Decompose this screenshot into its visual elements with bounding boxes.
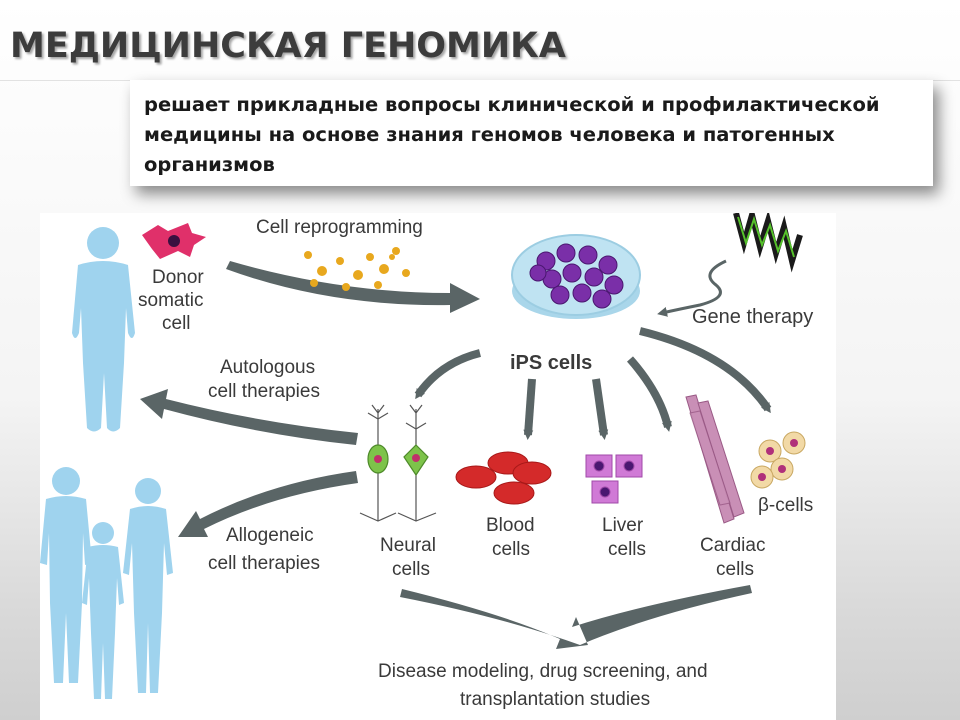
donor-label-line1: Donor (152, 267, 204, 288)
liver-cells (585, 454, 643, 504)
gene-therapy-dna (657, 213, 803, 317)
allogeneic-label-line1: Allogeneic (226, 525, 314, 546)
autologous-arrow (140, 389, 358, 445)
autologous-label-line2: cell therapies (208, 381, 320, 402)
cardiac-label-line2: cells (716, 559, 754, 580)
blood-cells (455, 451, 552, 505)
blood-label-line2: cells (492, 539, 530, 560)
allogeneic-label-line2: cell therapies (208, 553, 320, 574)
liver-label-line1: Liver (602, 515, 644, 536)
beta-cells (750, 431, 806, 489)
neural-label-line1: Neural (380, 535, 436, 556)
definition-box: решает прикладные вопросы клинической и … (130, 80, 933, 186)
neural-label-line2: cells (392, 559, 430, 580)
neural-cells (359, 404, 437, 522)
donor-somatic-cell (142, 223, 206, 259)
donor-label-line2: somatic (138, 290, 203, 311)
blood-label-line1: Blood (486, 515, 535, 536)
outcome-label-line1: Disease modeling, drug screening, and (378, 661, 708, 682)
outcome-arrow (400, 585, 752, 649)
autologous-label-line1: Autologous (220, 357, 315, 378)
reprogramming-arrow (226, 261, 480, 313)
cell-reprogramming-label: Cell reprogramming (256, 217, 423, 238)
donor-label-line3: cell (162, 313, 191, 334)
stem-cell-diagram: Donor somatic cell Cell reprogramming iP… (40, 213, 836, 720)
ips-cells-label: iPS cells (510, 352, 592, 374)
cardiac-cells (685, 394, 745, 524)
ips-petri-dish (511, 234, 641, 319)
differentiation-arrows (414, 327, 772, 440)
outcome-label-line2: transplantation studies (460, 689, 650, 710)
family-human-figures (40, 467, 173, 699)
definition-text: решает прикладные вопросы клинической и … (144, 93, 880, 176)
cardiac-label-line1: Cardiac (700, 535, 765, 556)
beta-cells-label: β-cells (758, 495, 813, 516)
slide-title: МЕДИЦИНСКАЯ ГЕНОМИКА (10, 26, 566, 66)
reprogramming-factors (304, 247, 410, 291)
allogeneic-arrow (178, 471, 358, 537)
donor-human-figure (72, 227, 135, 432)
gene-therapy-label: Gene therapy (692, 306, 813, 328)
liver-label-line2: cells (608, 539, 646, 560)
